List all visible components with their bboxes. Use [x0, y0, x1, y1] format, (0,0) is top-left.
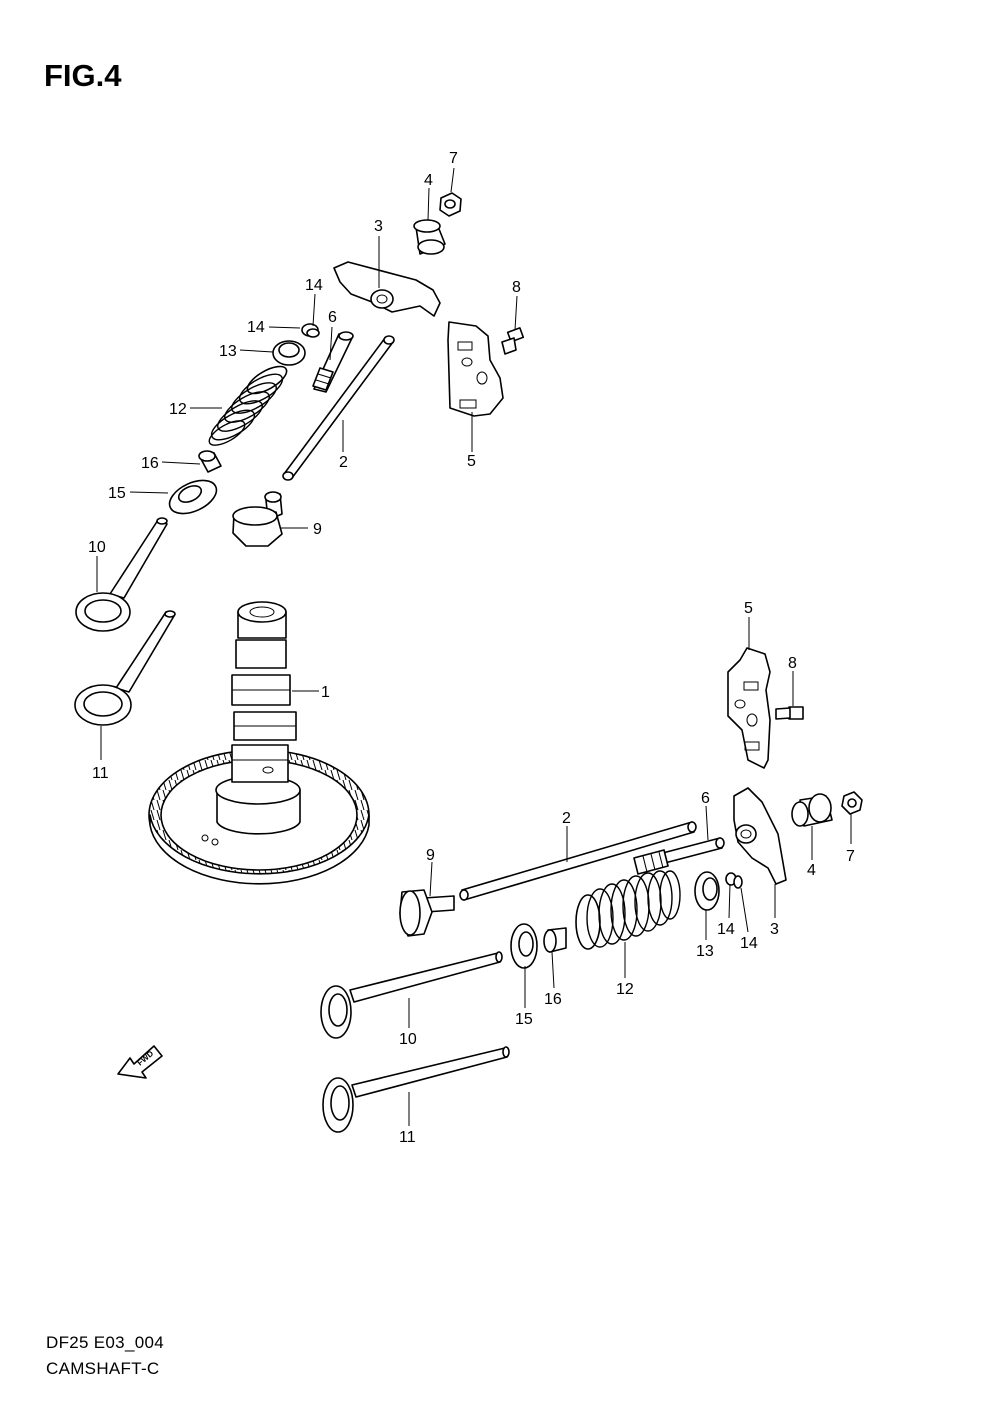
guide-plate-part-5-top: [447, 321, 504, 417]
guide-plate-part-5-right: [727, 647, 771, 769]
cotter-part-14-right: [725, 872, 743, 889]
callout-9-top: 9: [313, 521, 322, 538]
rocker-shaft-part-6-top: [312, 331, 354, 393]
callout-10-right: 10: [399, 1031, 417, 1048]
callout-14a-right: 14: [717, 921, 735, 938]
valve-spring-part-12-right: [575, 870, 681, 950]
figure-code: DF25 E03_004: [46, 1333, 164, 1352]
callout-8-right: 8: [788, 655, 797, 672]
seat-part-15-right: [510, 923, 538, 969]
callout-labels: 7 4 3 8 14 14 6 13 12 2 5 16 15 9 10 1 1…: [88, 150, 855, 1146]
callout-6-right: 6: [701, 790, 710, 807]
callout-10-top: 10: [88, 539, 106, 556]
callout-13-right: 13: [696, 943, 714, 960]
callout-2-top: 2: [339, 454, 348, 471]
callout-7-top: 7: [449, 150, 458, 167]
pivot-part-4-top: [413, 219, 446, 255]
retainer-part-13-right: [694, 871, 720, 911]
rocker-arm-part-3-right: [733, 787, 787, 885]
valve-part-11-right: [322, 1046, 510, 1133]
valve-spring-part-12-top: [208, 365, 288, 446]
valve-part-10-top: [75, 517, 168, 632]
seat-part-15-top: [168, 479, 218, 515]
push-rod-part-2-top: [282, 335, 395, 481]
callout-7-right: 7: [846, 848, 855, 865]
callout-14a-top: 14: [305, 277, 323, 294]
tappet-part-9-right: [399, 889, 455, 937]
rocker-shaft-part-6-right: [633, 837, 725, 875]
seal-part-16-right: [543, 927, 567, 953]
forward-arrow-icon: FWD: [117, 1045, 163, 1079]
valve-part-10-right: [320, 951, 503, 1039]
pivot-part-4-right: [791, 793, 833, 827]
callout-8-top: 8: [512, 279, 521, 296]
cotter-part-14-top: [301, 323, 320, 338]
bolt-part-8-top: [501, 327, 525, 355]
callout-13-top: 13: [219, 343, 237, 360]
callout-15-top: 15: [108, 485, 126, 502]
camshaft-part-1: [148, 601, 370, 885]
callout-5-right: 5: [744, 600, 753, 617]
leader-lines: [96, 167, 852, 1126]
callout-16-top: 16: [141, 455, 159, 472]
valve-part-11-top: [74, 610, 176, 726]
callout-14b-top: 14: [247, 319, 265, 336]
callout-4-right: 4: [807, 862, 816, 879]
callout-11-top: 11: [92, 765, 109, 782]
callout-12-right: 12: [616, 981, 634, 998]
callout-1: 1: [321, 684, 330, 701]
callout-15-right: 15: [515, 1011, 533, 1028]
tappet-part-9-top: [232, 491, 283, 547]
callout-2-right: 2: [562, 810, 571, 827]
callout-12-top: 12: [169, 401, 187, 418]
nut-part-7-right: [841, 791, 863, 815]
callout-3-right: 3: [770, 921, 779, 938]
rocker-arm-part-3-top: [333, 261, 441, 317]
callout-6-top: 6: [328, 309, 337, 326]
retainer-part-13-top: [272, 340, 306, 366]
callout-5-top: 5: [467, 453, 476, 470]
callout-3-top: 3: [374, 218, 383, 235]
nut-part-7-top: [439, 192, 462, 217]
callout-9-right: 9: [426, 847, 435, 864]
figure-name: CAMSHAFT-C: [46, 1359, 160, 1378]
callout-11-right: 11: [399, 1129, 416, 1146]
seal-part-16-top: [198, 450, 222, 473]
callout-16-right: 16: [544, 991, 562, 1008]
figure-title: FIG.4: [44, 58, 122, 93]
callout-14b-right: 14: [740, 935, 758, 952]
callout-4-top: 4: [424, 172, 433, 189]
bolt-part-8-right: [775, 706, 804, 720]
push-rod-part-2-right: [459, 821, 697, 901]
